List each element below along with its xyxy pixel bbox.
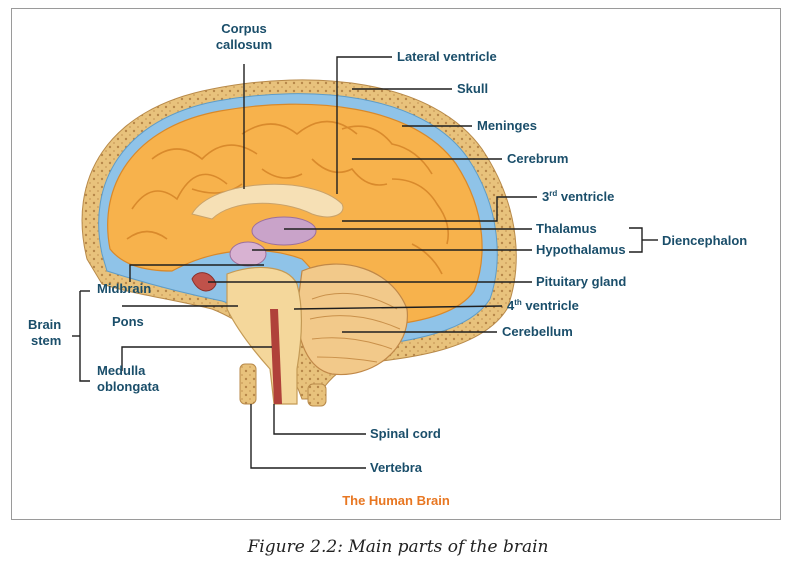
figure-caption: Figure 2.2: Main parts of the brain <box>247 537 549 557</box>
label-fourth-ventricle: 4th ventricle <box>507 298 579 313</box>
third-ventricle-text: ventricle <box>557 189 614 204</box>
label-corpus-callosum-1: Corpus <box>221 21 267 36</box>
cerebellum-folia <box>309 292 401 363</box>
fourth-ventricle-sup: th <box>514 298 522 307</box>
thalamus-shape <box>251 216 317 246</box>
label-hypothalamus: Hypothalamus <box>536 242 626 257</box>
third-ventricle-num: 3 <box>542 189 549 204</box>
hypothalamus-shape <box>229 241 267 267</box>
vertebra-shape <box>239 363 257 405</box>
label-vertebra: Vertebra <box>370 460 423 475</box>
label-lateral-ventricle: Lateral ventricle <box>397 49 497 64</box>
diagram-frame: Corpus callosum Lateral ventricle Skull … <box>11 8 781 520</box>
cerebellum-shape <box>296 263 408 376</box>
label-meninges: Meninges <box>477 118 537 133</box>
label-thalamus: Thalamus <box>536 221 597 236</box>
leader-lines <box>72 56 658 469</box>
label-third-ventricle: 3rd ventricle <box>542 189 614 204</box>
gyri-lines <box>126 120 450 275</box>
label-spinal-cord: Spinal cord <box>370 426 441 441</box>
pituitary-shape <box>191 272 217 292</box>
third-ventricle-sup: rd <box>549 189 557 198</box>
label-medulla-2: oblongata <box>97 379 160 394</box>
label-medulla-1: Medulla <box>97 363 146 378</box>
label-skull: Skull <box>457 81 488 96</box>
brainstem-shape <box>226 266 303 405</box>
diagram-title: The Human Brain <box>342 493 450 508</box>
fourth-ventricle-text: ventricle <box>522 298 579 313</box>
fourth-ventricle-num: 4 <box>507 298 515 313</box>
label-cerebellum: Cerebellum <box>502 324 573 339</box>
cerebrum-shape <box>107 103 483 328</box>
spinal-cord-channel <box>270 309 282 404</box>
label-pons: Pons <box>112 314 144 329</box>
label-pituitary-gland: Pituitary gland <box>536 274 626 289</box>
label-corpus-callosum-2: callosum <box>216 37 272 52</box>
label-brain-stem-2: stem <box>31 333 61 348</box>
label-brain-stem-1: Brain <box>28 317 61 332</box>
vertebra-shape-2 <box>307 383 327 407</box>
brain-diagram: Corpus callosum Lateral ventricle Skull … <box>28 21 747 475</box>
label-cerebrum: Cerebrum <box>507 151 568 166</box>
label-diencephalon: Diencephalon <box>662 233 747 248</box>
corpus-callosum-shape <box>191 183 344 220</box>
label-midbrain: Midbrain <box>97 281 151 296</box>
